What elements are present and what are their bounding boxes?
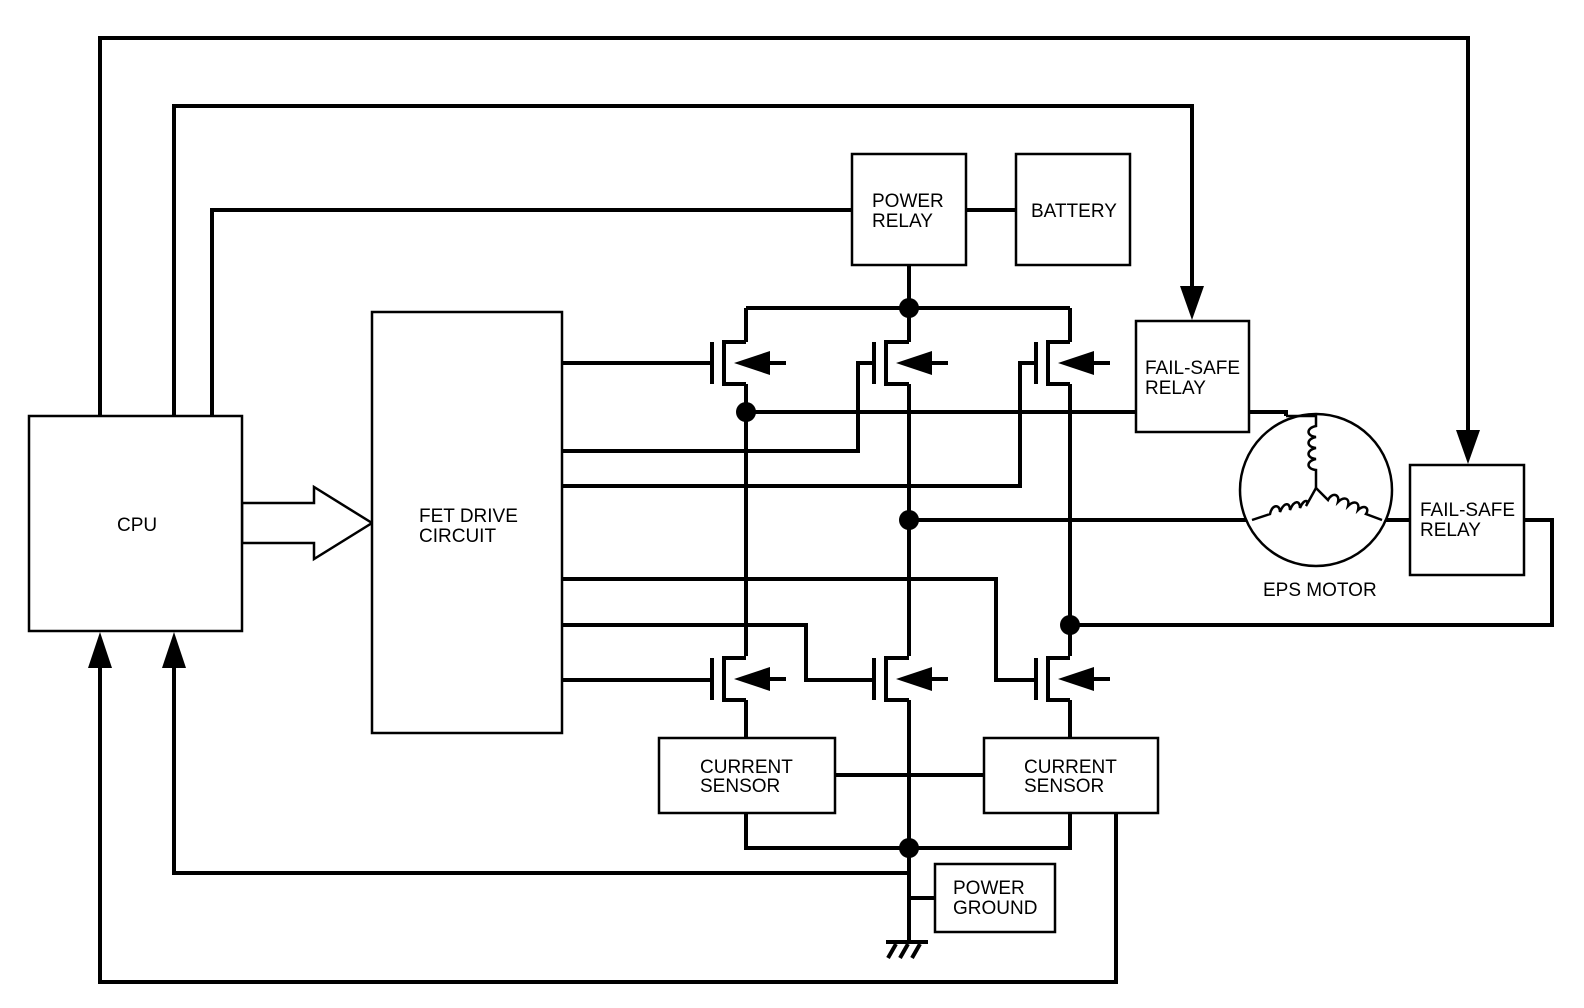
fet-high-side-u: [710, 340, 786, 386]
power-ground-label-line2: GROUND: [953, 898, 1037, 919]
power-relay-label-line1: POWER: [872, 191, 944, 212]
failsafe-relay-b-block: [1408, 463, 1526, 577]
motor-winding-right: [1315, 487, 1383, 522]
eps-motor: [1238, 412, 1394, 568]
fet-low-side-w: [1034, 656, 1110, 702]
fet-high-side-w: [1034, 340, 1110, 386]
failsafe-relay-a-block: [1134, 319, 1251, 434]
arrowhead-failsafe-relay-a: [1180, 286, 1204, 320]
junction-phase-v: [899, 510, 919, 530]
arrowhead-cpu-feedback-b: [162, 632, 186, 668]
power-ground-block: [933, 862, 1057, 934]
cpu-control-wires: [88, 36, 1480, 984]
battery-label: BATTERY: [1031, 201, 1117, 222]
power-relay-block: [850, 152, 968, 267]
junction-power-rail: [899, 298, 919, 318]
arrowhead-failsafe-relay-b: [1456, 430, 1480, 464]
fet-drive-label-line2: CIRCUIT: [419, 526, 496, 547]
cpu-to-fet-drive-arrow: [240, 484, 375, 562]
junction-ground-bus: [899, 838, 919, 858]
battery-block: [1014, 152, 1132, 267]
fet-low-side-u: [710, 656, 786, 702]
wire-ground-feedback: [172, 666, 910, 875]
current-sensor-right-label-line2: SENSOR: [1024, 776, 1104, 797]
junction-phase-u: [736, 402, 756, 422]
motor-winding-top: [1286, 414, 1318, 488]
wire-cpu-to-power-relay: [210, 208, 852, 416]
failsafe-relay-a-label-line1: FAIL-SAFE: [1145, 358, 1240, 379]
current-sensor-right-block: [982, 736, 1160, 815]
cpu-block: [27, 414, 244, 633]
cpu-label: CPU: [117, 515, 157, 536]
wire-cpu-to-failsafe-relay-a: [172, 104, 1194, 416]
gate-drive-wires: [562, 361, 1036, 682]
power-relay-label-line2: RELAY: [872, 211, 933, 232]
phase-wires: [736, 384, 1554, 656]
eps-motor-label: EPS MOTOR: [1263, 580, 1377, 601]
current-sensor-left-label-line2: SENSOR: [700, 776, 780, 797]
junction-phase-w: [1060, 615, 1080, 635]
wire-current-sensor-feedback: [98, 666, 1118, 984]
failsafe-relay-b-label-line1: FAIL-SAFE: [1420, 500, 1515, 521]
power-ground-label-line1: POWER: [953, 878, 1025, 899]
current-sensor-left-block: [657, 736, 837, 815]
current-sensor-left-label-line1: CURRENT: [700, 757, 793, 778]
fet-drive-circuit-block: [370, 310, 564, 735]
arrowhead-cpu-feedback-a: [88, 632, 112, 668]
fet-high-side-v: [872, 340, 948, 386]
motor-winding-left: [1251, 487, 1318, 522]
ground-symbol: [886, 940, 928, 959]
fet-low-side-v: [872, 656, 948, 702]
failsafe-relay-a-label-line2: RELAY: [1145, 378, 1206, 399]
low-side-wiring: [744, 700, 1072, 940]
power-rail: [744, 208, 1072, 342]
current-sensor-right-label-line1: CURRENT: [1024, 757, 1117, 778]
fet-drive-label-line1: FET DRIVE: [419, 506, 518, 527]
wire-cpu-to-failsafe-relay-b: [98, 36, 1470, 432]
failsafe-relay-b-label-line2: RELAY: [1420, 520, 1481, 541]
